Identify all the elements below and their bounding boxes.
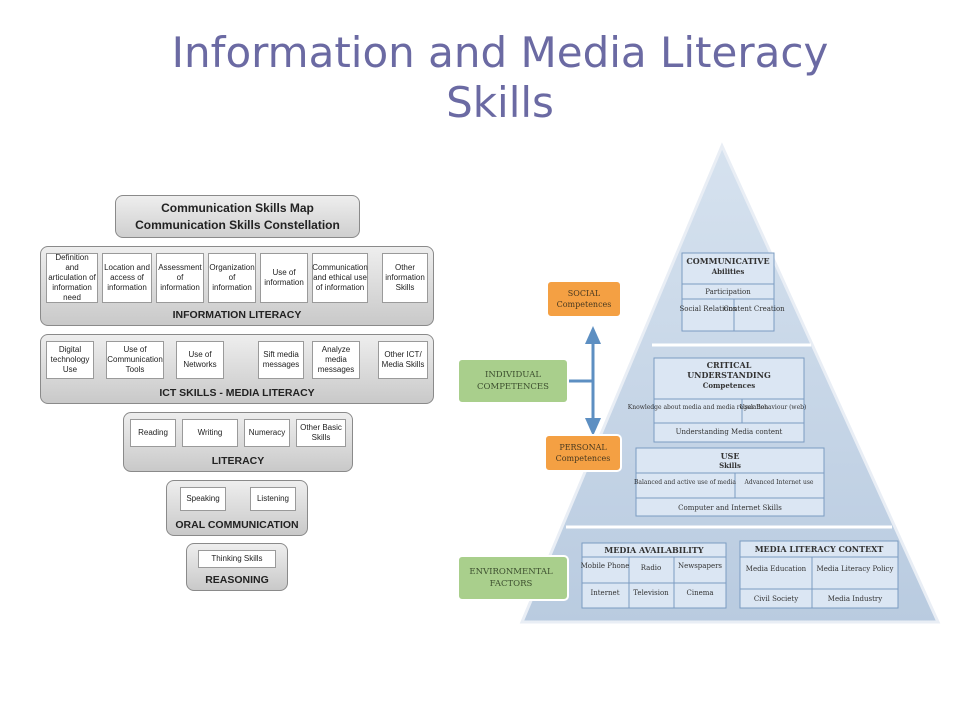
context-title: MEDIA LITERACY CONTEXT (755, 544, 884, 554)
critical-row: Understanding Media content (676, 428, 783, 436)
availability-cell: Television (633, 589, 669, 597)
critical-cell: User Behaviour (web) (740, 404, 807, 411)
skills-map-header: Communication Skills Map Communication S… (115, 195, 360, 238)
personal-label-2: Competences (556, 454, 611, 463)
media-literacy-context-box: MEDIA LITERACY CONTEXT Media Education M… (739, 540, 899, 609)
oral-communication-label: ORAL COMMUNICATION (175, 519, 299, 531)
skill-cell: Location and access of information (102, 253, 152, 303)
skill-cell: Other information Skills (382, 253, 428, 303)
skill-cell: Writing (182, 419, 238, 447)
context-cell: Media Literacy Policy (817, 565, 894, 573)
ict-skills-label: ICT SKILLS - MEDIA LITERACY (159, 387, 315, 399)
skill-cell: Reading (130, 419, 176, 447)
use-skills-box: USE Skills Balanced and active use of me… (634, 447, 825, 517)
skill-cell: Use of information (260, 253, 308, 303)
ict-skills-level: ICT SKILLS - MEDIA LITERACY (40, 334, 434, 404)
media-availability-box: MEDIA AVAILABILITY Mobile Phone Radio Ne… (581, 542, 727, 609)
critical-subtitle: Competences (703, 381, 755, 390)
availability-cell: Radio (641, 564, 662, 572)
skill-cell: Communication and ethical use of informa… (312, 253, 368, 303)
availability-cell: Internet (590, 589, 619, 597)
skill-cell: Other ICT/ Media Skills (378, 341, 428, 379)
skill-cell: Listening (250, 487, 296, 511)
double-arrow-icon (568, 326, 601, 436)
use-cell: Advanced Internet use (744, 479, 814, 486)
context-cell: Media Education (746, 565, 807, 573)
context-cell: Civil Society (754, 595, 798, 603)
title-line-1: Information and Media Literacy (171, 28, 829, 77)
use-cell: Balanced and active use of media (634, 479, 736, 486)
environmental-factors-box: ENVIRONMENTAL FACTORS (457, 555, 569, 601)
skill-cell: Use of Communication Tools (106, 341, 164, 379)
individual-label-1: INDIVIDUAL (485, 370, 541, 380)
communicative-title: COMMUNICATIVE (686, 256, 769, 266)
availability-title: MEDIA AVAILABILITY (604, 545, 703, 555)
skill-cell: Definition and articulation of informati… (46, 253, 98, 303)
skill-cell: Analyze media messages (312, 341, 360, 379)
availability-cell: Mobile Phone (581, 562, 630, 570)
skill-cell: Sift media messages (258, 341, 304, 379)
context-cell: Media Industry (828, 595, 882, 603)
environmental-label-1: ENVIRONMENTAL (469, 567, 553, 577)
title-line-2: Skills (446, 78, 554, 127)
skill-cell: Assessment of information (156, 253, 204, 303)
communicative-cell: Social Relations (680, 305, 737, 313)
availability-cell: Newspapers (678, 562, 722, 570)
skill-cell: Numeracy (244, 419, 290, 447)
skill-cell: Thinking Skills (198, 550, 276, 568)
environmental-label-2: FACTORS (490, 579, 533, 589)
social-label-1: SOCIAL (568, 289, 601, 298)
critical-title: CRITICAL (707, 360, 752, 370)
personal-competences-box: PERSONAL Competences (544, 434, 622, 472)
slide-title: Information and Media Literacy Skills (0, 28, 960, 128)
communicative-cell: Content Creation (723, 305, 785, 313)
critical-cell: Knowledge about media and media regulati… (628, 404, 769, 411)
individual-label-2: COMPETENCES (477, 382, 549, 392)
social-label-2: Competences (557, 300, 612, 309)
reasoning-label: REASONING (205, 574, 269, 586)
skill-cell: Use of Networks (176, 341, 224, 379)
information-literacy-label: INFORMATION LITERACY (172, 309, 302, 321)
personal-label-1: PERSONAL (559, 443, 607, 452)
use-subtitle: Skills (719, 461, 741, 470)
skill-cell: Speaking (180, 487, 226, 511)
critical-understanding-box: CRITICAL UNDERSTANDING Competences Knowl… (628, 357, 807, 443)
critical-title-2: UNDERSTANDING (687, 370, 771, 380)
skill-cell: Organization of information (208, 253, 256, 303)
use-title: USE (721, 451, 740, 461)
individual-competences-box: INDIVIDUAL COMPETENCES (457, 358, 569, 404)
skill-cell: Other Basic Skills (296, 419, 346, 447)
communicative-row: Participation (705, 288, 751, 296)
communicative-box: COMMUNICATIVE Abilities Participation So… (680, 252, 785, 332)
skills-map-header-line-1: Communication Skills Map (161, 201, 314, 215)
social-competences-box: SOCIAL Competences (546, 280, 622, 318)
media-literacy-pyramid: COMMUNICATIVE Abilities Participation So… (457, 142, 941, 624)
communicative-subtitle: Abilities (711, 267, 745, 276)
skills-map-header-line-2: Communication Skills Constellation (135, 218, 340, 232)
availability-cell: Cinema (686, 589, 713, 597)
literacy-label: LITERACY (211, 455, 265, 467)
skill-cell: Digital technology Use (46, 341, 94, 379)
use-row: Computer and Internet Skills (678, 504, 782, 512)
